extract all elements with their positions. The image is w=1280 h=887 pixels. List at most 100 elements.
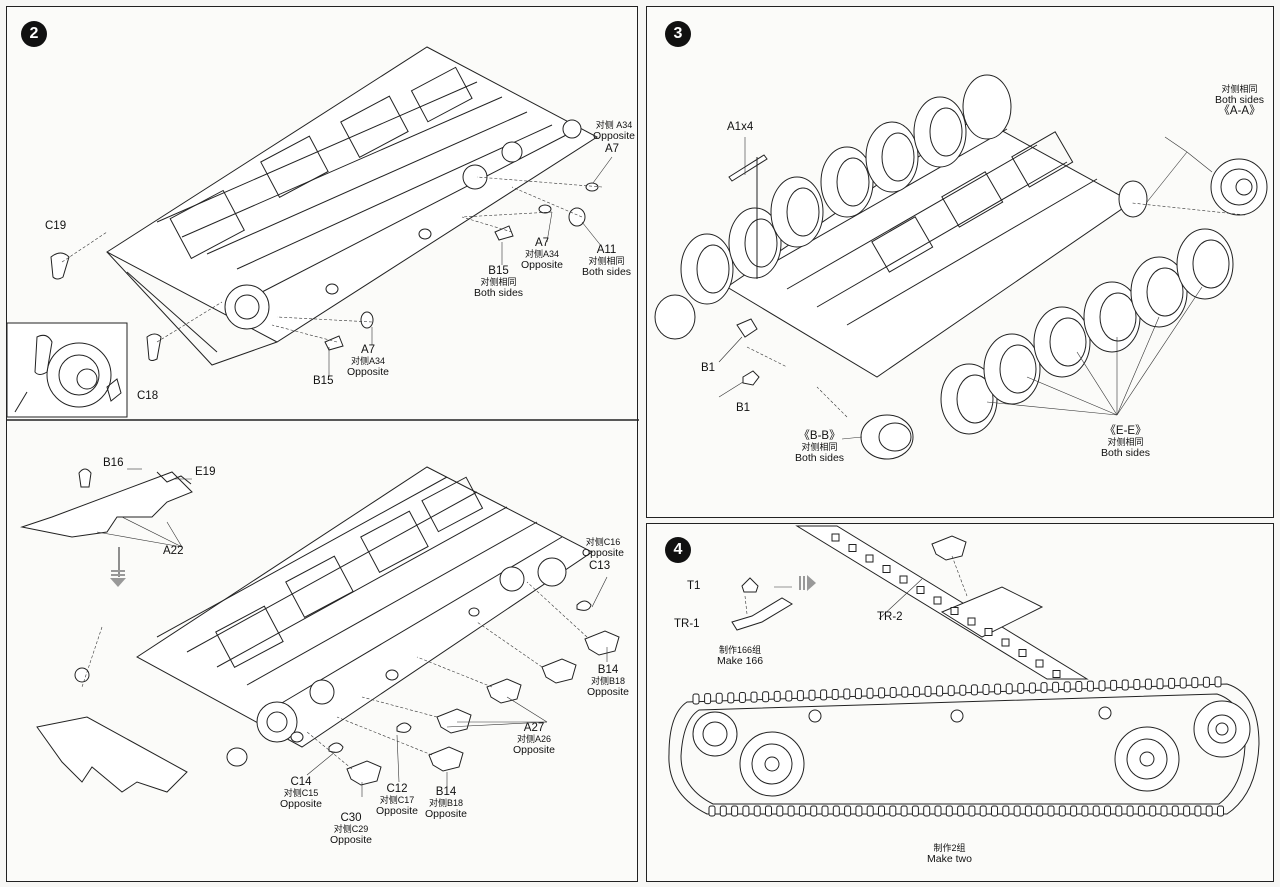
track-link <box>1194 805 1202 817</box>
track-link <box>773 690 781 702</box>
track-link <box>1126 805 1134 817</box>
step-number-4: 4 <box>665 537 691 563</box>
track-link <box>1040 682 1048 694</box>
track-link <box>731 805 739 817</box>
track-link <box>1086 680 1094 692</box>
hull-drawing-upper <box>7 46 639 797</box>
track-link <box>762 691 770 703</box>
label-a22: A22 <box>163 545 184 557</box>
track-link <box>844 805 852 817</box>
track-link <box>1098 680 1106 692</box>
track-link <box>808 689 816 701</box>
track-link <box>991 805 998 817</box>
label-c18: C18 <box>137 390 159 402</box>
jig-tooth <box>1018 649 1027 657</box>
track-link <box>719 805 727 817</box>
label-c13: C13 <box>589 560 611 572</box>
track-link <box>1110 679 1118 691</box>
track-link <box>738 691 746 703</box>
track-link <box>979 805 987 817</box>
step-2-panel: 2 <box>6 6 639 882</box>
track-link <box>889 805 897 817</box>
track-link <box>959 684 967 696</box>
track-drawing <box>668 525 1260 817</box>
label-t1: T1 <box>687 580 701 592</box>
track-link <box>1179 677 1187 689</box>
track-link <box>753 805 761 817</box>
jig-tooth <box>865 554 874 563</box>
track-link <box>1063 681 1071 693</box>
track-link <box>968 805 976 817</box>
track-link <box>970 684 978 696</box>
jig-tooth <box>933 596 942 605</box>
jig-tooth <box>1001 638 1010 647</box>
track-link <box>1002 805 1010 817</box>
label-a1x4: A1x4 <box>727 121 754 133</box>
track-link <box>1217 805 1224 817</box>
track-link <box>945 805 953 817</box>
track-link <box>787 805 795 817</box>
track-link <box>798 805 806 817</box>
track-link <box>994 683 1002 695</box>
track-link <box>1070 805 1078 817</box>
step-number-2: 2 <box>21 21 47 47</box>
track-link <box>1028 682 1036 694</box>
label-tr2: TR-2 <box>877 611 903 623</box>
track-link <box>936 685 944 697</box>
track-link <box>1191 677 1199 689</box>
track-link <box>923 805 931 817</box>
track-link <box>742 805 750 817</box>
track-link <box>1183 805 1191 817</box>
jig-tooth <box>967 617 976 626</box>
track-link <box>1171 805 1179 817</box>
track-link <box>750 691 758 703</box>
track-link <box>1005 683 1013 695</box>
track-link <box>1052 681 1060 693</box>
track-link <box>854 688 862 700</box>
track-link <box>1115 805 1123 817</box>
jig-tooth <box>950 607 959 615</box>
track-link <box>1149 805 1157 817</box>
track-link <box>1104 805 1111 817</box>
track-link <box>855 805 863 817</box>
track-link <box>866 805 874 817</box>
track-link <box>982 684 990 695</box>
track-link <box>878 687 886 699</box>
track-link <box>1202 676 1210 688</box>
label-e19: E19 <box>195 466 216 478</box>
track-link <box>1121 679 1129 691</box>
track-link <box>843 688 851 700</box>
jig-tooth <box>984 628 993 636</box>
jig-tooth <box>1035 659 1044 668</box>
track-link <box>1024 805 1032 817</box>
track-link <box>796 690 804 702</box>
track-link <box>1058 805 1066 817</box>
track-link <box>911 805 919 817</box>
track-link <box>1144 678 1152 690</box>
jig-tooth <box>882 565 891 573</box>
track-link <box>1214 676 1222 688</box>
jig-tooth <box>916 586 925 594</box>
track-link <box>1013 805 1021 817</box>
track-link <box>912 686 920 698</box>
track-link <box>889 687 897 699</box>
track-link <box>924 685 932 697</box>
track-link <box>785 690 793 702</box>
track-link <box>821 805 829 817</box>
jig-tooth <box>1052 670 1061 678</box>
jig-tooth <box>848 544 857 552</box>
track-link <box>1160 805 1168 817</box>
